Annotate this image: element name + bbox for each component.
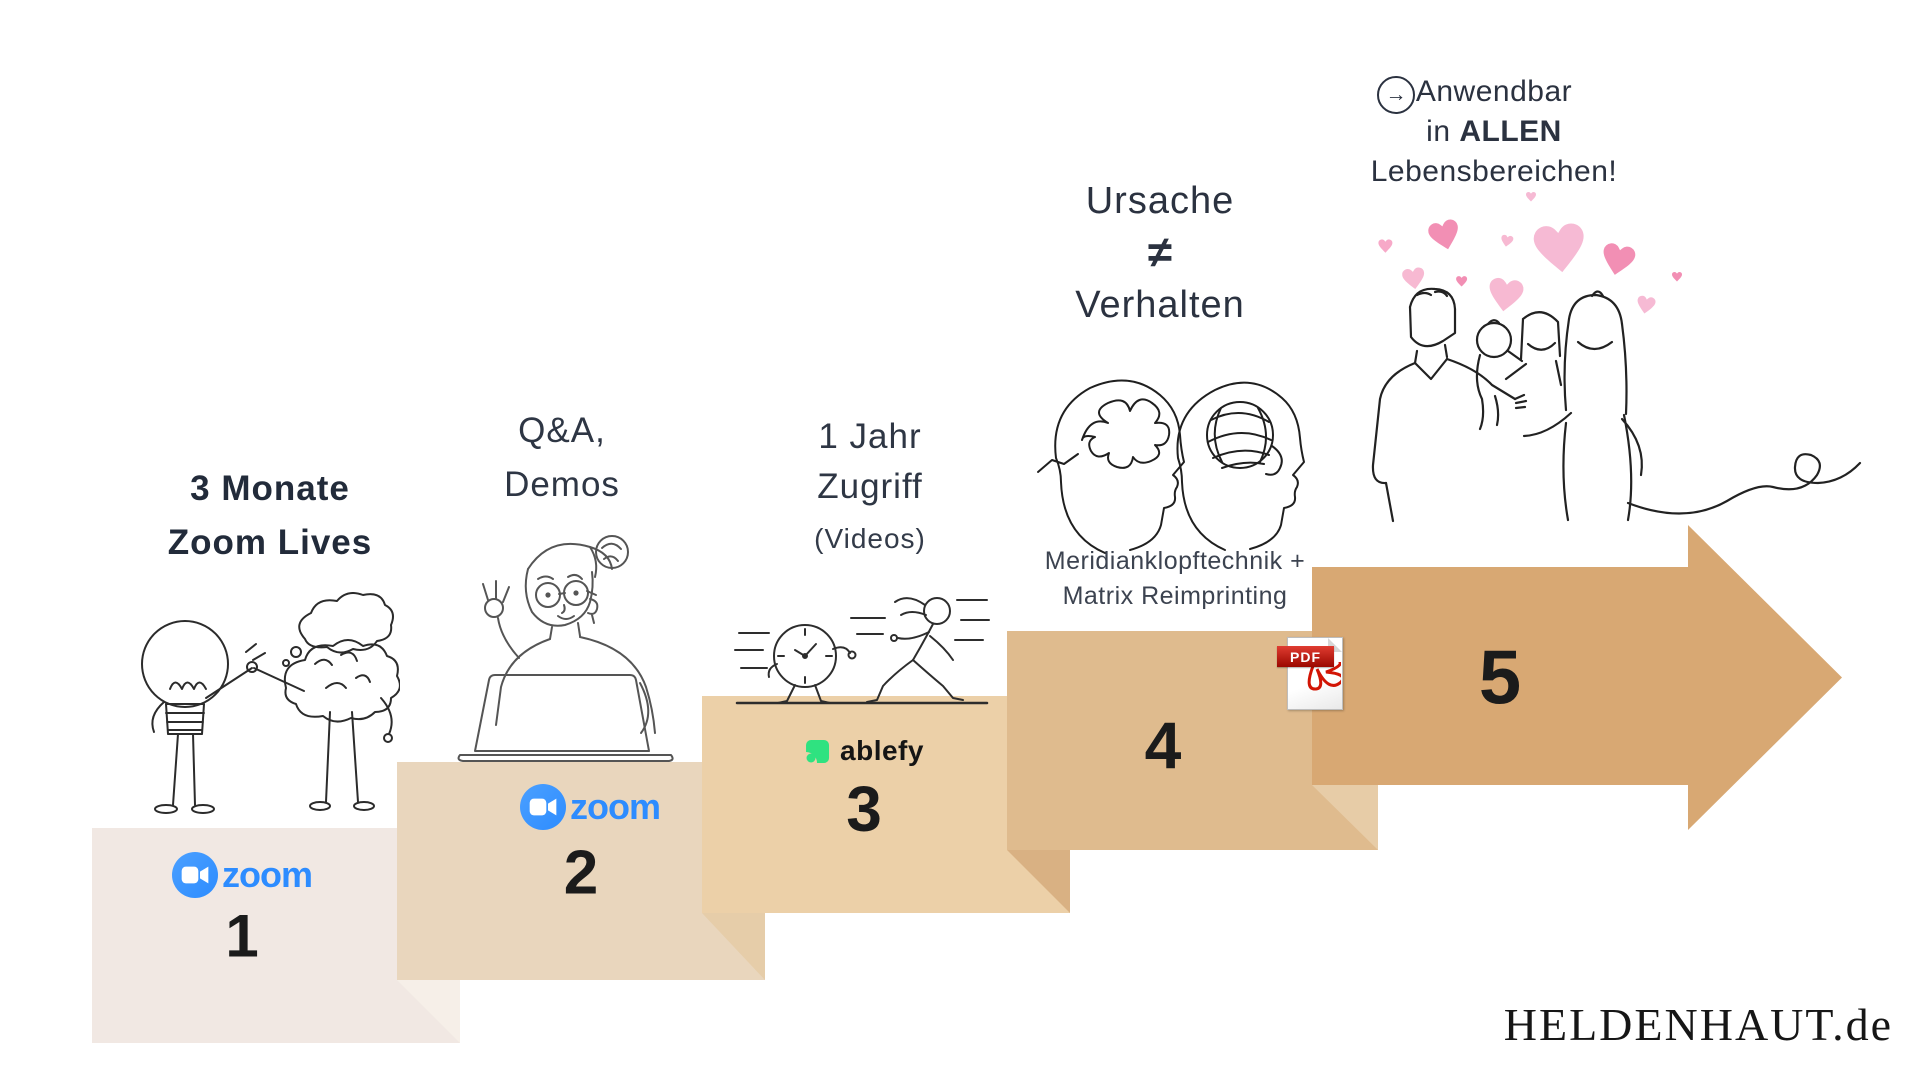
step-5-number: 5 bbox=[1478, 635, 1522, 721]
ablefy-wordmark: ablefy bbox=[840, 735, 924, 766]
callout-line-3: Lebensbereichen! bbox=[1370, 155, 1618, 188]
pdf-file-icon: PDF bbox=[1277, 637, 1345, 710]
step-2-number: 2 bbox=[563, 838, 599, 908]
running-clock-illustration bbox=[734, 597, 990, 705]
footer-suffix: .de bbox=[1832, 999, 1893, 1050]
zoom-camera-icon bbox=[520, 784, 566, 830]
step-1-title-line-1: 3 Monate bbox=[190, 469, 350, 508]
circled-arrow-icon: → bbox=[1377, 76, 1415, 114]
step-2-title-line-1: Q&A, bbox=[518, 411, 606, 450]
step-3-title-line-1: 1 Jahr bbox=[818, 417, 922, 456]
zoom-logo-step-2: zoom bbox=[520, 784, 661, 830]
zoom-camera-icon bbox=[172, 852, 218, 898]
step-4-title-line-1: Ursache bbox=[1085, 180, 1235, 222]
two-heads-illustration bbox=[1037, 379, 1305, 554]
step-4-title-line-2: Verhalten bbox=[1075, 284, 1245, 326]
callout-line-1: Anwendbar bbox=[1415, 75, 1573, 108]
step-2-title: Q&A, Demos bbox=[504, 404, 620, 512]
step-1-title: 3 Monate Zoom Lives bbox=[168, 462, 372, 570]
step-4-note: Meridianklopftechnik + Matrix Reimprinti… bbox=[1045, 544, 1305, 614]
lightbulb-brain-illustration bbox=[141, 592, 400, 814]
woman-laptop-illustration bbox=[457, 535, 674, 762]
step-2-title-line-2: Demos bbox=[504, 465, 620, 504]
step-3-number: 3 bbox=[846, 773, 882, 845]
step-3-title: 1 Jahr Zugriff bbox=[817, 412, 923, 512]
callout-allen-bold: ALLEN bbox=[1459, 115, 1562, 148]
callout-line-2: in ALLEN bbox=[1426, 115, 1562, 148]
step-4-number: 4 bbox=[1144, 708, 1182, 782]
step-4-title: Ursache ≠ Verhalten bbox=[1075, 178, 1245, 328]
not-equal-sign: ≠ bbox=[1147, 228, 1173, 277]
step-5-arrow-head bbox=[1688, 525, 1842, 830]
ablefy-logo: ablefy bbox=[804, 735, 924, 767]
zoom-wordmark: zoom bbox=[222, 854, 313, 895]
step-1-title-line-2: Zoom Lives bbox=[167, 523, 373, 562]
step-4-note-line-2: Matrix Reimprinting bbox=[1062, 582, 1288, 610]
brand-footer: HELDENHAUT.de bbox=[1504, 998, 1893, 1051]
step-5-arrow-body bbox=[1312, 567, 1689, 785]
step-1-number: 1 bbox=[225, 902, 259, 970]
step-3-subtitle: (Videos) bbox=[814, 523, 926, 554]
ablefy-icon bbox=[804, 738, 831, 765]
zoom-logo-step-1: zoom bbox=[172, 852, 313, 898]
pdf-badge: PDF bbox=[1277, 646, 1334, 667]
step-4-note-line-1: Meridianklopftechnik + bbox=[1044, 547, 1306, 575]
step-5-callout: Anwendbar in ALLEN Lebensbereichen! bbox=[1371, 72, 1618, 192]
footer-brand: HELDENHAUT bbox=[1503, 999, 1833, 1050]
family-hearts-illustration bbox=[1371, 192, 1862, 523]
step-3-title-line-2: Zugriff bbox=[817, 467, 923, 506]
zoom-wordmark: zoom bbox=[570, 786, 661, 827]
